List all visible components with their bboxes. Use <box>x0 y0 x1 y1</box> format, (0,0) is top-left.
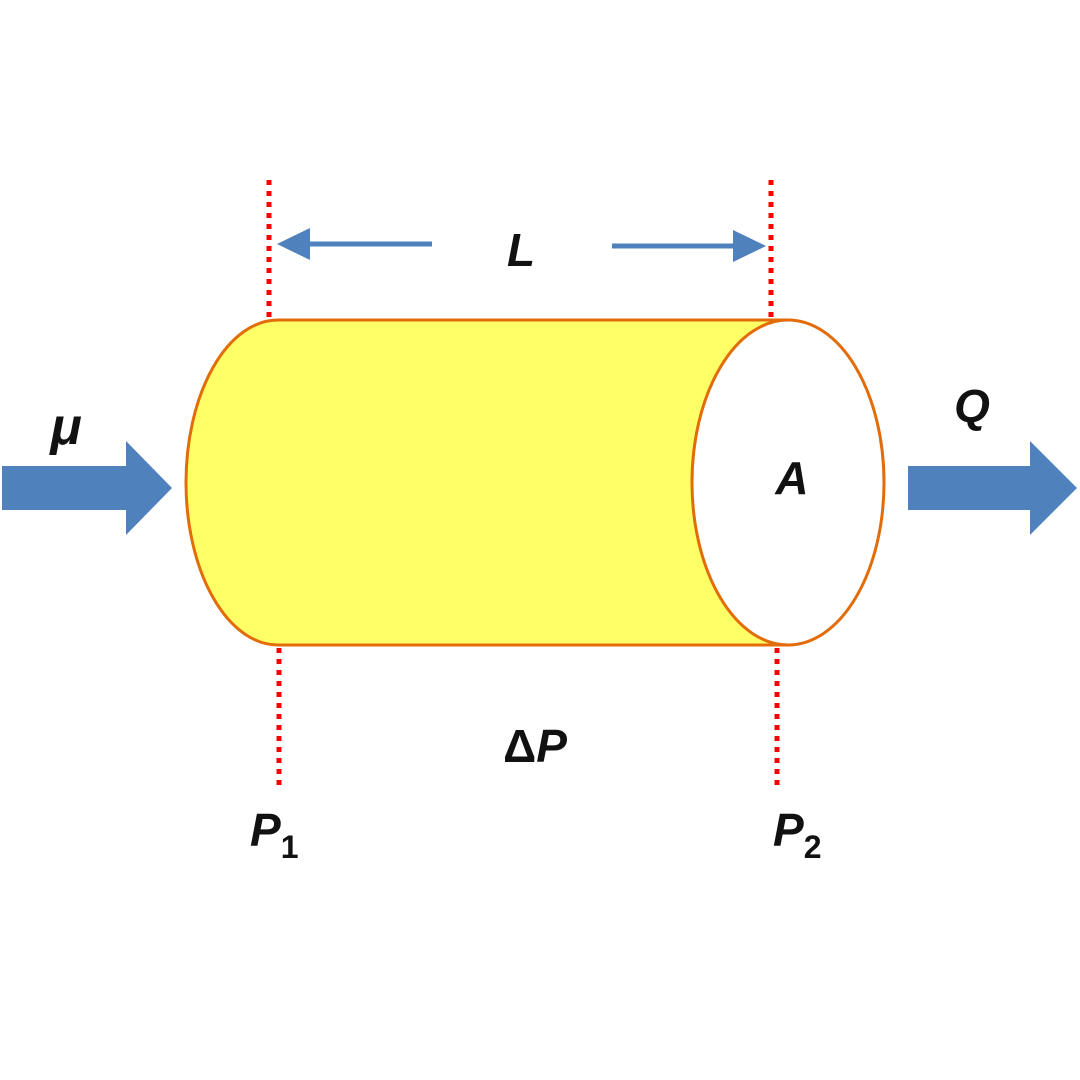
outlet-pressure-var: P <box>773 804 804 856</box>
inlet-pressure-subscript: 1 <box>281 829 299 865</box>
pressure-drop-label: ΔP <box>503 720 567 772</box>
length-arrow-left <box>277 228 432 260</box>
outlet-pressure-subscript: 2 <box>804 829 822 865</box>
length-arrow-right <box>612 230 766 262</box>
inflow-arrow-icon <box>2 441 172 535</box>
inlet-pressure-label: P1 <box>250 804 298 865</box>
cylinder-end-face <box>690 318 886 647</box>
outlet-pressure-label: P2 <box>773 804 821 865</box>
cylinder-body <box>184 318 790 647</box>
outflow-arrow-icon <box>908 441 1077 535</box>
pressure-drop-var: P <box>536 720 567 772</box>
flow-rate-label: Q <box>954 380 990 432</box>
inlet-pressure-var: P <box>250 804 281 856</box>
pressure-drop-delta: Δ <box>503 720 536 772</box>
viscosity-label: μ <box>48 398 81 456</box>
length-label: L <box>507 224 535 276</box>
area-label: A <box>774 452 808 504</box>
